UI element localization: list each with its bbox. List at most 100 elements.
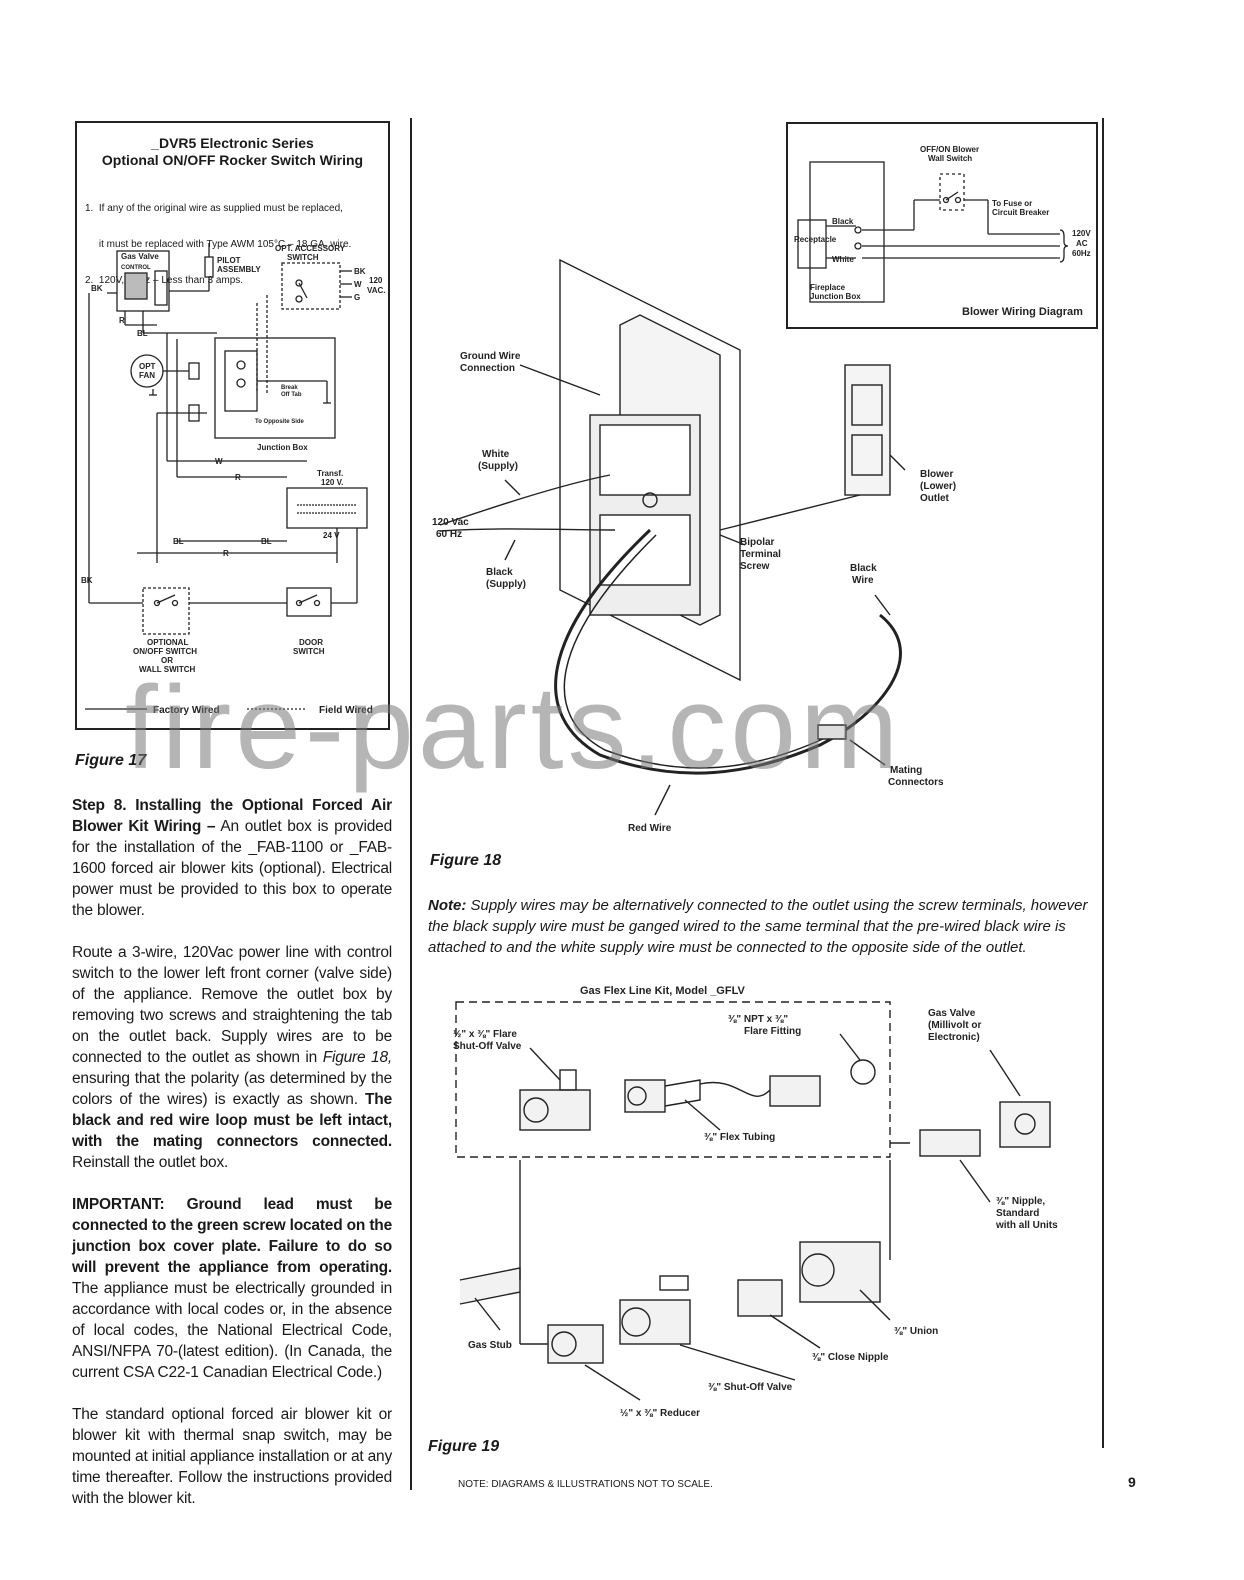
label-vac: VAC. bbox=[367, 286, 386, 295]
label-fan: FAN bbox=[139, 371, 155, 380]
step8-paragraph-2: Route a 3-wire, 120Vac power line with c… bbox=[72, 942, 392, 1173]
label-bipolar3: Screw bbox=[740, 561, 770, 572]
figure-17-wiring-diagram: Gas Valve CONTROL PILOT ASSEMBLY OPT. AC… bbox=[81, 243, 386, 716]
label-reducer: ½" x ⅜" Reducer bbox=[620, 1408, 700, 1419]
label-shutoff: ⅜" Shut-Off Valve bbox=[708, 1382, 793, 1393]
label-opt: OPT bbox=[139, 362, 156, 371]
label-gas-valve: Gas Valve bbox=[121, 252, 159, 261]
label-wall-switch2: Wall Switch bbox=[928, 154, 972, 163]
label-ac: AC bbox=[1076, 239, 1088, 248]
step8-paragraph-1: Step 8. Installing the Optional Forced A… bbox=[72, 795, 392, 921]
step8-para2-bold: The black and red wire loop must be left… bbox=[72, 1091, 392, 1150]
note-paragraph: Note: Supply wires may be alternatively … bbox=[428, 895, 1108, 958]
label-bl-wire2: BL bbox=[261, 537, 272, 546]
label-24v: 24 V bbox=[323, 531, 340, 540]
label-black2: (Supply) bbox=[486, 579, 526, 590]
label-nipple2: Standard bbox=[996, 1208, 1039, 1219]
label-to-fuse1: To Fuse or bbox=[992, 199, 1032, 208]
figure-18-reference: Figure 18, bbox=[322, 1049, 393, 1066]
step8-para2-a: Route a 3-wire, 120Vac power line with c… bbox=[72, 944, 392, 1066]
figure-18-caption: Figure 18 bbox=[430, 852, 502, 869]
label-npt1: ⅜" NPT x ⅜" bbox=[728, 1014, 788, 1025]
label-gas-stub: Gas Stub bbox=[468, 1340, 512, 1351]
watermark: fire-parts.com bbox=[125, 662, 903, 794]
label-close-nipple: ⅜" Close Nipple bbox=[812, 1352, 889, 1363]
note-label: Note: bbox=[428, 897, 467, 914]
label-field: Field Wired bbox=[319, 705, 373, 716]
label-optional3: OR bbox=[161, 656, 173, 665]
figure-17-caption: Figure 17 bbox=[75, 752, 147, 769]
label-transf2: 120 V. bbox=[321, 478, 343, 487]
label-accessory1: OPT. ACCESSORY bbox=[275, 244, 346, 253]
label-fireplace2: Junction Box bbox=[810, 292, 861, 301]
label-white2: (Supply) bbox=[478, 461, 518, 472]
step8-para2-c: Reinstall the outlet box. bbox=[72, 1154, 229, 1171]
label-r-wire2: R bbox=[223, 549, 229, 558]
label-gas-valve2: (Millivolt or bbox=[928, 1020, 981, 1031]
label-60hz: 60Hz bbox=[1072, 249, 1091, 258]
blower-wiring-diagram: OFF/ON Blower Wall Switch To Fuse or Cir… bbox=[794, 145, 1091, 318]
label-factory: Factory Wired bbox=[153, 705, 220, 716]
label-gas-valve3: Electronic) bbox=[928, 1032, 980, 1043]
label-pilot: PILOT bbox=[217, 256, 241, 265]
label-bipolar1: Bipolar bbox=[740, 537, 775, 548]
label-white1: White bbox=[482, 449, 510, 460]
label-w: W bbox=[354, 280, 362, 289]
label-vac1: 120 Vac bbox=[432, 517, 469, 528]
step8-para1: An outlet box is provided for the instal… bbox=[72, 818, 392, 919]
label-flex: ⅜" Flex Tubing bbox=[704, 1132, 775, 1143]
label-g: G bbox=[354, 293, 360, 302]
label-ground2: Connection bbox=[460, 363, 515, 374]
blower-diagram-title: Blower Wiring Diagram bbox=[962, 306, 1083, 318]
note-text: Supply wires may be alternatively connec… bbox=[428, 897, 1088, 956]
label-vac2: 60 Hz bbox=[436, 529, 462, 540]
label-blower2: (Lower) bbox=[920, 481, 956, 492]
label-flare-valve1: ½" x ⅜" Flare bbox=[453, 1029, 517, 1040]
label-gas-valve1: Gas Valve bbox=[928, 1008, 976, 1019]
figure-18-illustration: Ground Wire Connection White (Supply) 12… bbox=[432, 258, 956, 834]
label-r-wire: R bbox=[235, 473, 241, 482]
label-control: CONTROL bbox=[121, 265, 151, 271]
figure-17-note-1a: 1. If any of the original wire as suppli… bbox=[85, 203, 343, 214]
step8-para2-b: ensuring that the polarity (as determine… bbox=[72, 1070, 392, 1108]
label-black: Black bbox=[832, 217, 854, 226]
blower-wiring-box: OFF/ON Blower Wall Switch To Fuse or Cir… bbox=[786, 122, 1098, 329]
label-nipple1: ⅜" Nipple, bbox=[996, 1196, 1045, 1207]
column-divider bbox=[410, 118, 412, 1490]
label-blower1: Blower bbox=[920, 469, 953, 480]
label-door2: SWITCH bbox=[293, 647, 325, 656]
page-number: 9 bbox=[1128, 1474, 1136, 1490]
label-transf1: Transf. bbox=[317, 469, 343, 478]
label-kit-title: Gas Flex Line Kit, Model _GFLV bbox=[580, 985, 745, 997]
label-nipple3: with all Units bbox=[995, 1220, 1058, 1231]
label-fireplace1: Fireplace bbox=[810, 283, 846, 292]
label-120: 120 bbox=[369, 276, 383, 285]
label-to-fuse2: Circuit Breaker bbox=[992, 208, 1049, 217]
label-120v: 120V bbox=[1072, 229, 1091, 238]
label-junction: Junction Box bbox=[257, 443, 308, 452]
important-paragraph: IMPORTANT: Ground lead must be connected… bbox=[72, 1194, 392, 1383]
label-blackwire1: Black bbox=[850, 563, 877, 574]
label-mating2: Connectors bbox=[888, 777, 944, 788]
label-blower3: Outlet bbox=[920, 493, 950, 504]
label-bk-bottom: BK bbox=[81, 576, 93, 585]
label-bl: BL bbox=[137, 329, 148, 338]
label-union: ⅜" Union bbox=[894, 1326, 938, 1337]
label-door1: DOOR bbox=[299, 638, 323, 647]
footer-note: NOTE: DIAGRAMS & ILLUSTRATIONS NOT TO SC… bbox=[458, 1479, 713, 1490]
label-bk-left: BK bbox=[91, 284, 103, 293]
figure-19-caption: Figure 19 bbox=[428, 1438, 500, 1455]
label-receptacle: Receptacle bbox=[794, 235, 837, 244]
label-black1: Black bbox=[486, 567, 513, 578]
label-npt2: Flare Fitting bbox=[744, 1026, 801, 1037]
label-blackwire2: Wire bbox=[852, 575, 874, 586]
label-bl-wire: BL bbox=[173, 537, 184, 546]
figure-19-illustration: Gas Flex Line Kit, Model _GFLV ½" x ⅜" F… bbox=[453, 985, 1058, 1419]
label-mating1: Mating bbox=[890, 765, 922, 776]
label-break2: Off Tab bbox=[281, 392, 302, 398]
label-optional1: OPTIONAL bbox=[147, 638, 188, 647]
label-assembly: ASSEMBLY bbox=[217, 265, 261, 274]
figure-17-title-line2: Optional ON/OFF Rocker Switch Wiring bbox=[101, 152, 364, 168]
right-page-rule bbox=[1102, 118, 1104, 1448]
label-red-wire: Red Wire bbox=[628, 823, 672, 834]
